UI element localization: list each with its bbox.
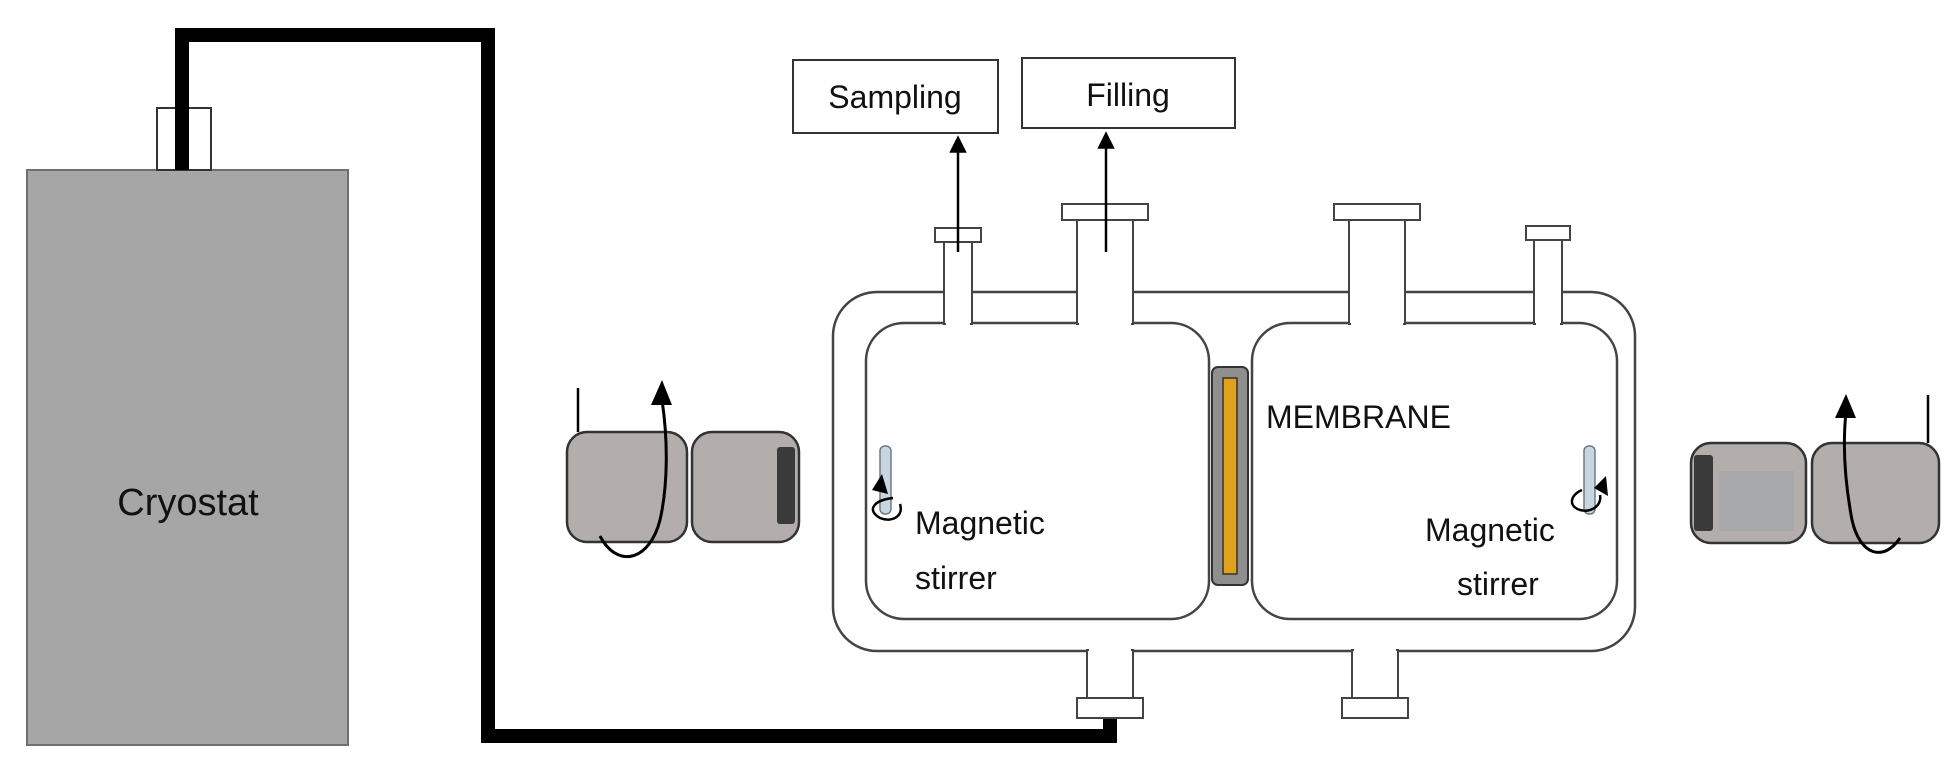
sampling-label: Sampling bbox=[828, 79, 961, 115]
membrane-core bbox=[1222, 377, 1238, 575]
coolant-outlet-port bbox=[1341, 640, 1409, 719]
left-stirrer-motor bbox=[565, 380, 801, 558]
filling-port bbox=[1061, 203, 1149, 326]
right-chamber bbox=[1250, 321, 1619, 621]
sampling-box: Sampling bbox=[792, 59, 999, 134]
diffusion-cell bbox=[831, 203, 1637, 719]
sampling-port bbox=[934, 227, 982, 326]
stirrer-right-label-line2: stirrer bbox=[1457, 566, 1539, 602]
coolant-inlet-port bbox=[1076, 640, 1144, 719]
cryostat-body bbox=[26, 169, 349, 746]
coolant-tube bbox=[175, 28, 1117, 743]
right-sampling-port bbox=[1525, 225, 1571, 326]
membrane-label: MEMBRANE bbox=[1266, 399, 1451, 435]
filling-label: Filling bbox=[1086, 77, 1170, 113]
cryostat-label: Cryostat bbox=[117, 482, 259, 524]
stirrer-right-label-line1: Magnetic bbox=[1425, 512, 1555, 548]
right-filling-port bbox=[1333, 203, 1421, 326]
cryostat: Cryostat bbox=[26, 107, 349, 746]
stirrer-left-label-line2: stirrer bbox=[915, 560, 997, 596]
right-stir-bar bbox=[1570, 445, 1608, 515]
left-stir-bar bbox=[871, 445, 903, 521]
filling-box: Filling bbox=[1021, 57, 1236, 129]
right-stirrer-motor bbox=[1689, 394, 1941, 554]
left-chamber bbox=[864, 321, 1211, 621]
membrane bbox=[1211, 366, 1249, 586]
stirrer-left-label-line1: Magnetic bbox=[915, 505, 1045, 541]
